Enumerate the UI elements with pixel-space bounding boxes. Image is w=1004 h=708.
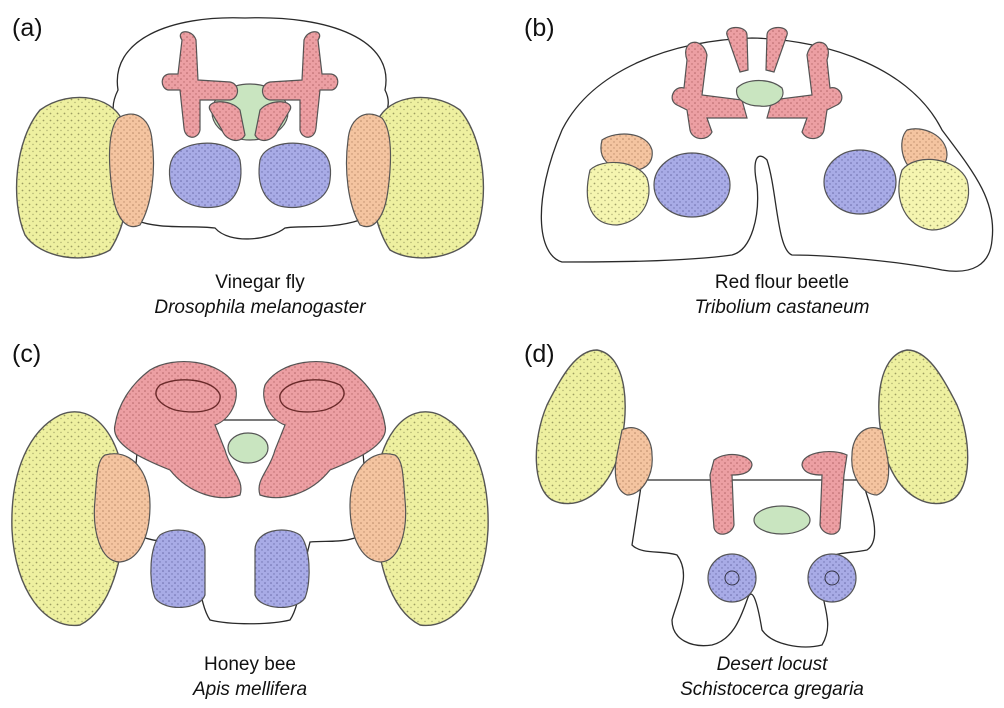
schistocerca-brain-diagram: [502, 330, 1004, 660]
caption-b: Red flour beetle Tribolium castaneum: [622, 270, 942, 320]
panel-a: (a) Vinegar fly Drosophila m: [0, 0, 500, 350]
central-complex: [737, 81, 783, 107]
panel-d: (d) Desert locust Schistocerca gregaria: [502, 330, 1004, 708]
scientific-name-d: Schistocerca gregaria: [612, 677, 932, 702]
scientific-name-a: Drosophila melanogaster: [100, 295, 420, 320]
caption-a: Vinegar fly Drosophila melanogaster: [100, 270, 420, 320]
scientific-name-b: Tribolium castaneum: [622, 295, 942, 320]
central-complex: [754, 506, 810, 534]
panel-c: (c) Honey bee Apis mellifera: [0, 330, 500, 708]
common-name-d: Desert locust: [612, 652, 932, 677]
apis-brain-diagram: [0, 330, 500, 660]
caption-c: Honey bee Apis mellifera: [90, 652, 410, 702]
central-complex: [228, 433, 268, 463]
drosophila-brain-diagram: [0, 0, 500, 260]
scientific-name-c: Apis mellifera: [90, 677, 410, 702]
panel-b: (b) Red flour beetle Tribolium castaneum: [502, 0, 1004, 350]
common-name-b: Red flour beetle: [622, 270, 942, 295]
common-name-c: Honey bee: [90, 652, 410, 677]
tribolium-brain-diagram: [502, 0, 1004, 280]
caption-d: Desert locust Schistocerca gregaria: [612, 652, 932, 702]
common-name-a: Vinegar fly: [100, 270, 420, 295]
